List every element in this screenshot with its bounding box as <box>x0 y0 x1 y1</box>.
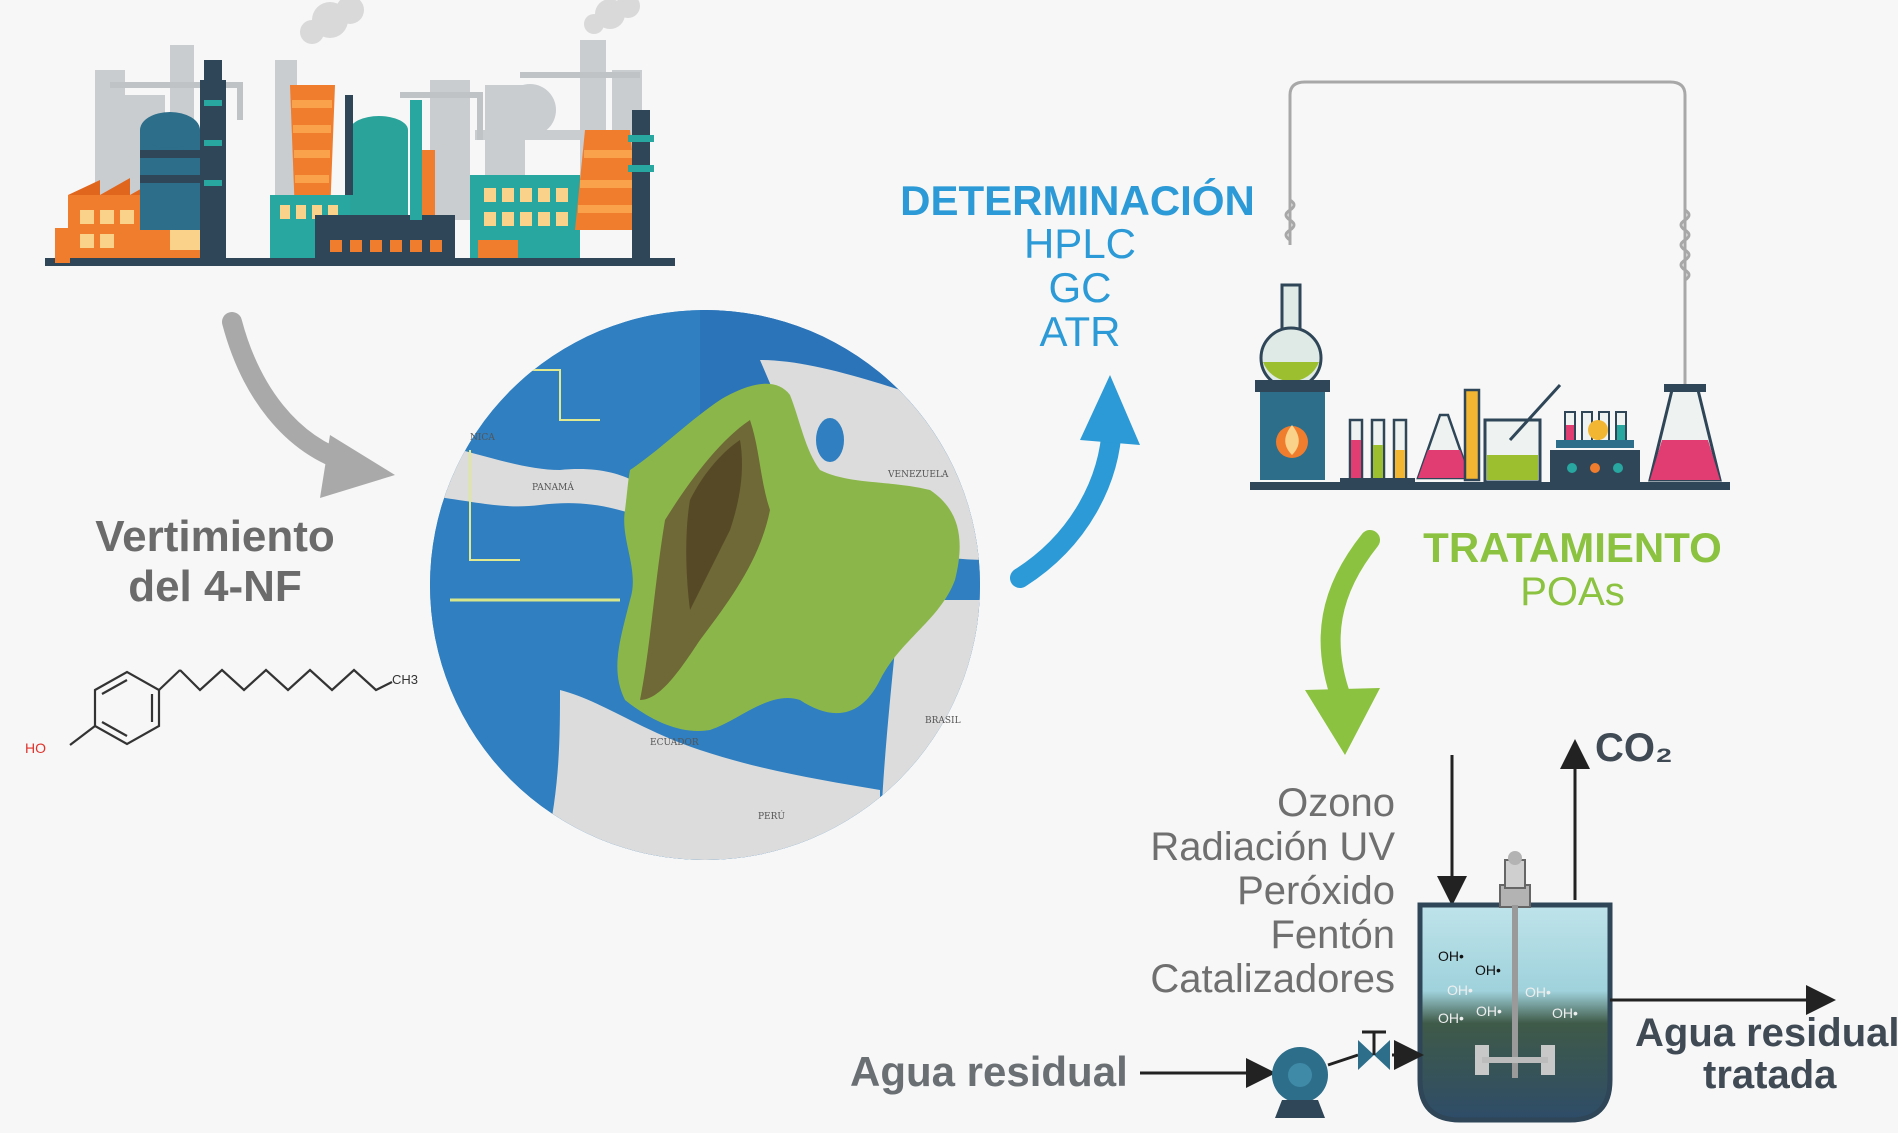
gray-flow-arrow <box>222 312 395 498</box>
co2-label: CO₂ <box>1595 726 1673 770</box>
method-hplc: HPLC <box>1023 220 1137 267</box>
radical-label: OH• <box>1438 1010 1464 1026</box>
treatment-subtitle: POAs <box>1520 570 1625 614</box>
colombia-map-globe <box>430 310 980 860</box>
map-label-peru: PERÚ <box>758 812 785 822</box>
factory-illustration <box>45 0 675 266</box>
outlet-label-line1: Agua residual <box>1635 1012 1898 1055</box>
method-fenton: Fentón <box>1270 913 1395 957</box>
radical-label: OH• <box>1525 984 1551 1000</box>
method-gc: GC <box>1048 264 1112 311</box>
map-label-brasil: BRASIL <box>925 716 961 726</box>
determination-title: DETERMINACIÓN <box>900 177 1255 224</box>
determination-methods: HPLC GC ATR <box>1010 222 1150 354</box>
method-radiacion-uv: Radiación UV <box>1150 825 1395 869</box>
inlet-label: Agua residual <box>850 1048 1128 1095</box>
method-peroxido: Peróxido <box>1237 869 1395 913</box>
smoke-icon <box>300 0 640 44</box>
method-catalizadores: Catalizadores <box>1150 957 1395 1001</box>
source-label-line2: del 4-NF <box>128 562 302 611</box>
map-label-ecuador: ECUADOR <box>650 738 699 748</box>
method-atr: ATR <box>1039 308 1121 355</box>
molecule-hydroxyl-label: HO <box>25 740 46 756</box>
radical-label: OH• <box>1438 948 1464 964</box>
reactor-illustration <box>1140 739 1836 1123</box>
outlet-label: Agua residual tratada <box>1635 1012 1898 1096</box>
map-label-panama: PANAMÁ <box>532 483 574 493</box>
treatment-title: TRATAMIENTO <box>1423 524 1722 571</box>
outlet-label-line2: tratada <box>1703 1053 1837 1096</box>
treatment-methods: Ozono Radiación UV Peróxido Fentón Catal… <box>1100 781 1395 1001</box>
lab-equipment-illustration <box>1250 80 1730 490</box>
method-ozono: Ozono <box>1277 781 1395 825</box>
nonylphenol-molecule <box>69 668 393 746</box>
source-label: Vertimiento del 4-NF <box>90 512 340 612</box>
green-flow-arrow <box>1305 530 1380 755</box>
radical-label: OH• <box>1476 1003 1502 1019</box>
map-label-venezuela: VENEZUELA <box>888 470 949 480</box>
radical-label: OH• <box>1475 962 1501 978</box>
radical-label: OH• <box>1447 982 1473 998</box>
source-label-line1: Vertimiento <box>95 512 335 561</box>
map-label-nica: NICA <box>470 433 495 443</box>
molecule-methyl-label: CH3 <box>392 672 419 687</box>
blue-flow-arrow <box>1010 375 1140 588</box>
radical-label: OH• <box>1552 1005 1578 1021</box>
